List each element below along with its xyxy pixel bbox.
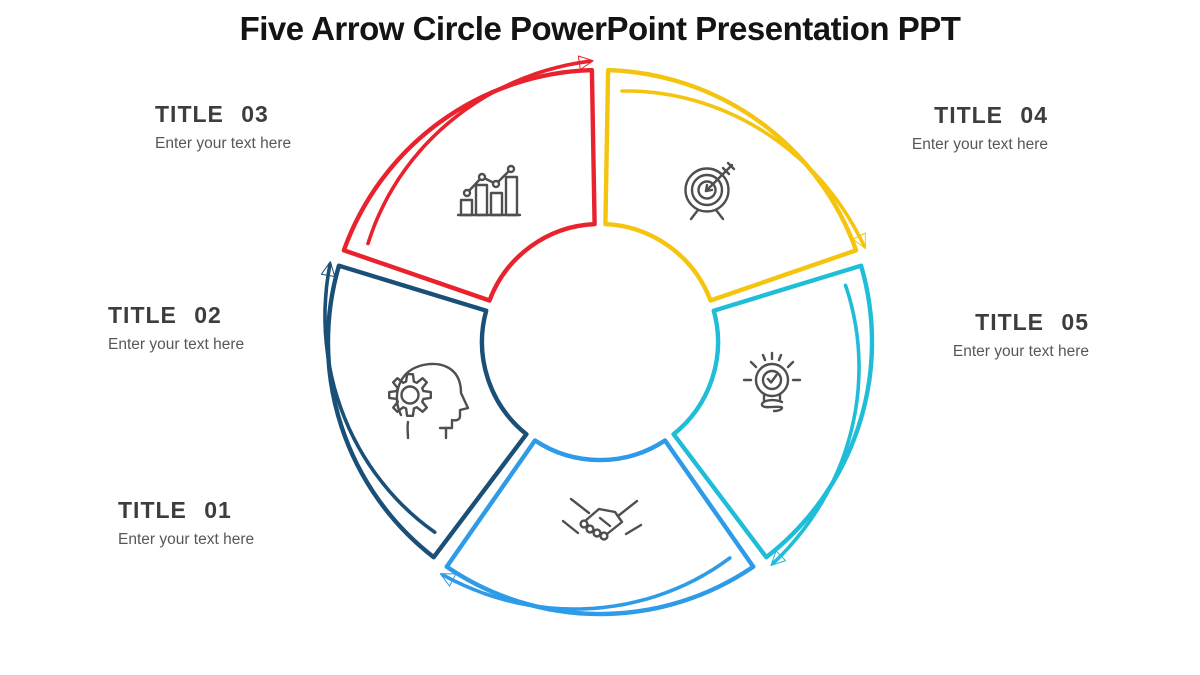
label-title-01[interactable]: TITLE 01: [118, 497, 232, 523]
label-block-02[interactable]: TITLE 02 Enter your text here: [108, 302, 244, 355]
segment-03-arrow: [366, 59, 592, 246]
label-text-04[interactable]: Enter your text here: [911, 136, 1048, 153]
label-title-04[interactable]: TITLE 04: [934, 102, 1048, 128]
handshake-icon: [561, 497, 643, 541]
head-gear-icon: [388, 362, 470, 440]
segment-02-shape[interactable]: [325, 263, 529, 560]
segment-02-arrow: [323, 262, 437, 534]
segment-04-arrowhead: [852, 232, 866, 250]
segment-03-shape[interactable]: [341, 67, 597, 303]
label-text-02[interactable]: Enter your text here: [108, 336, 245, 353]
segment-01-shape[interactable]: [444, 438, 756, 617]
slide-title[interactable]: Five Arrow Circle PowerPoint Presentatio…: [239, 10, 961, 47]
arrow-ring: [320, 55, 875, 617]
label-block-04[interactable]: TITLE 04 Enter your text here: [912, 102, 1048, 155]
label-title-03[interactable]: TITLE 03: [155, 101, 269, 127]
label-text-05[interactable]: Enter your text here: [952, 343, 1089, 360]
segment-04-shape[interactable]: [603, 67, 859, 303]
segment-icons: [388, 161, 802, 541]
label-block-01[interactable]: TITLE 01 Enter your text here: [118, 497, 254, 550]
lightbulb-icon: [742, 351, 802, 413]
label-text-01[interactable]: Enter your text here: [118, 531, 255, 548]
label-text-03[interactable]: Enter your text here: [155, 135, 292, 152]
segment-03-arrowhead: [577, 55, 594, 70]
target-icon: [684, 161, 736, 221]
segment-05-arrow: [771, 283, 861, 566]
segment-01-arrowhead: [439, 573, 457, 587]
segment-04-arrow: [620, 89, 866, 248]
segment-02-arrowhead: [320, 261, 336, 277]
segment-05-arrowhead: [770, 550, 787, 566]
label-title-05[interactable]: TITLE 05: [975, 309, 1089, 335]
label-block-05[interactable]: TITLE 05 Enter your text here: [953, 309, 1089, 362]
segment-01-arrow: [441, 556, 732, 611]
segment-05-shape[interactable]: [671, 263, 875, 560]
label-block-03[interactable]: TITLE 03 Enter your text here: [155, 101, 291, 154]
label-title-02[interactable]: TITLE 02: [108, 302, 222, 328]
bar-chart-icon: [456, 164, 522, 217]
